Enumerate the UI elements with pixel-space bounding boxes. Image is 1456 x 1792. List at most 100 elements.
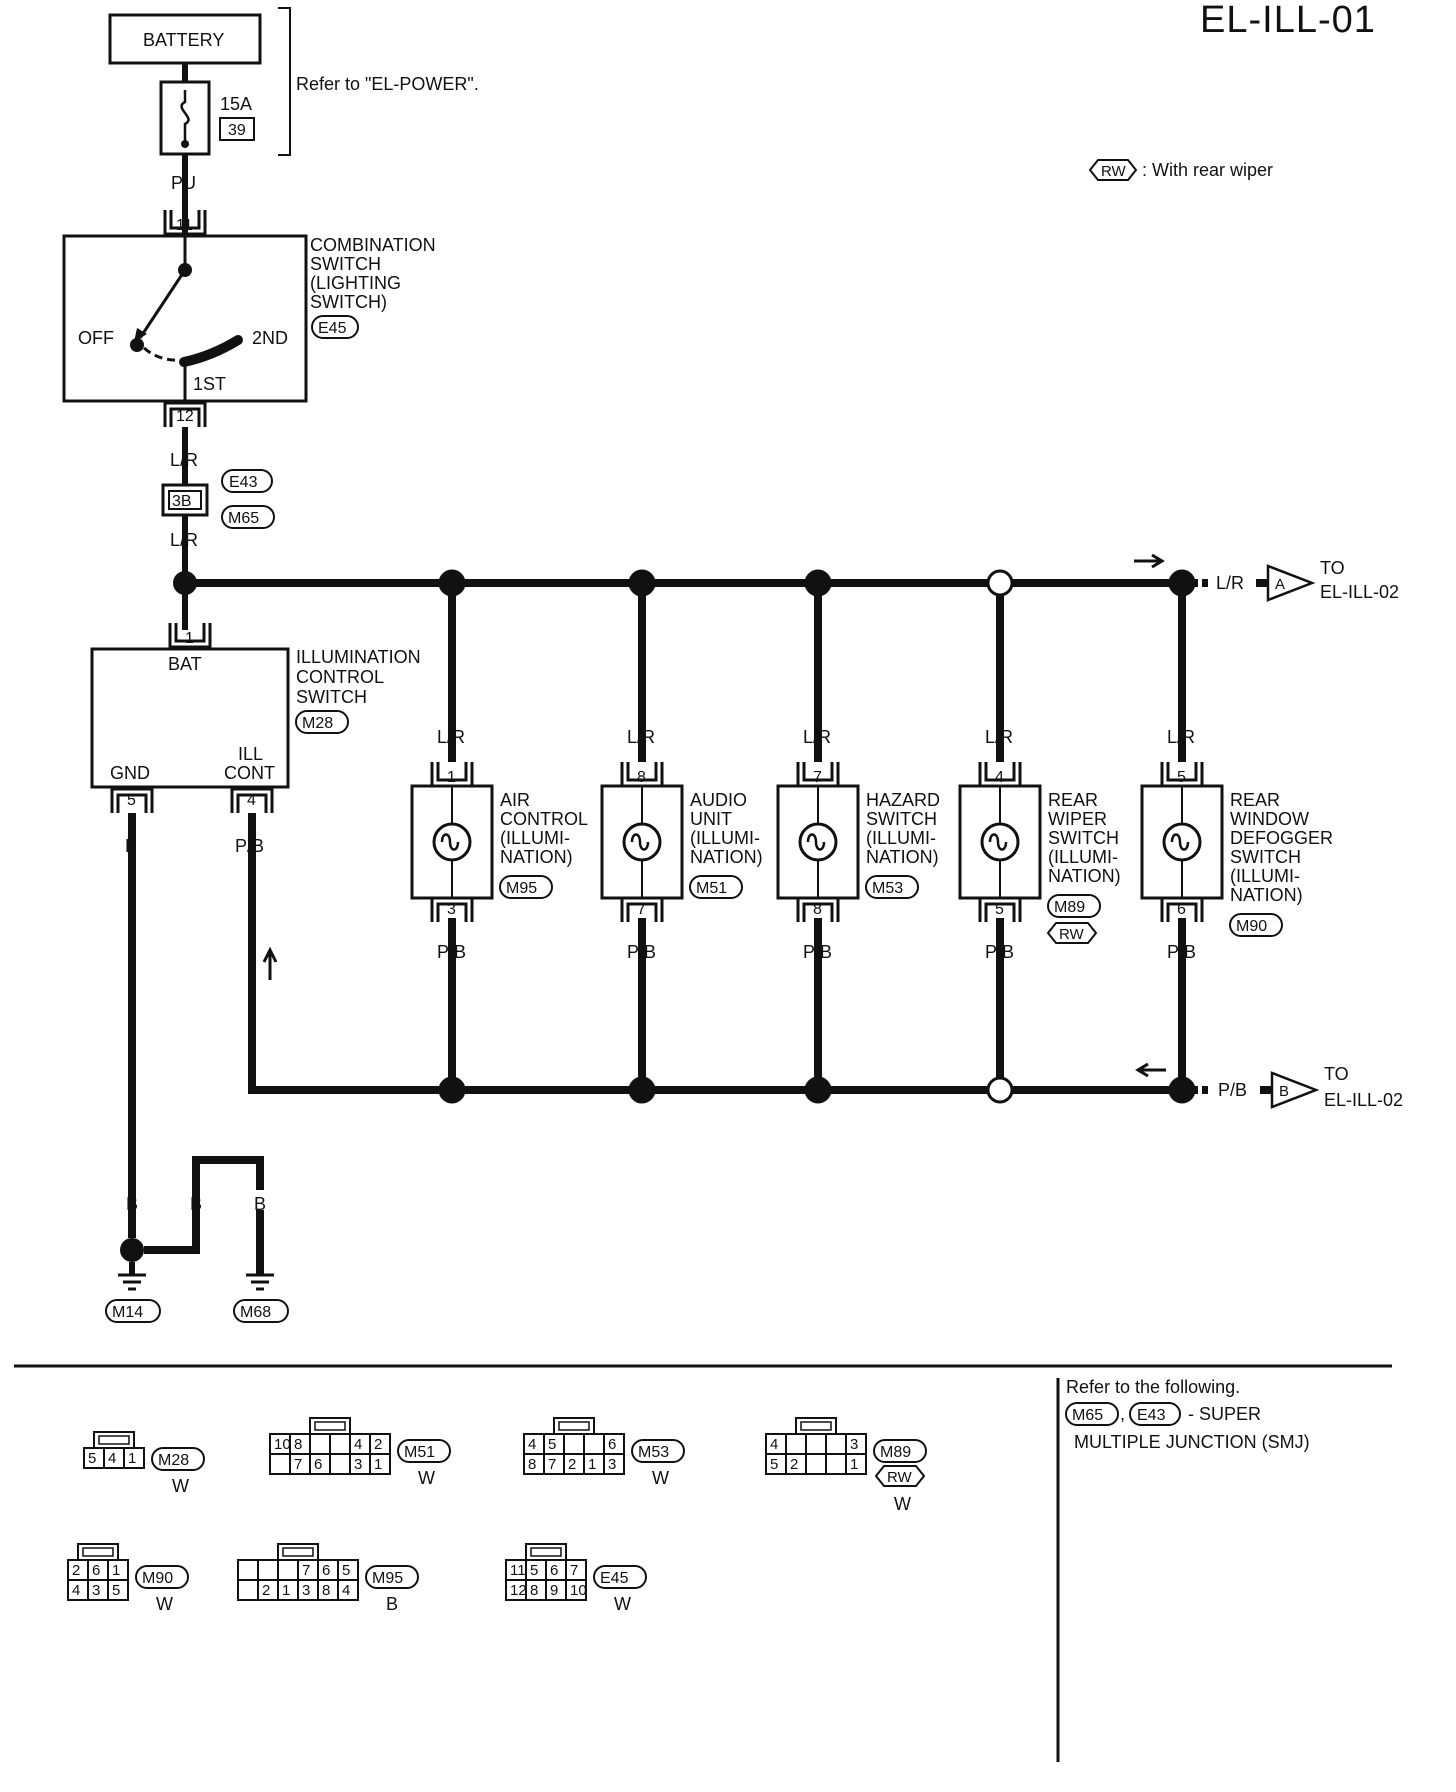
battery-label: BATTERY (143, 30, 224, 50)
lamp-pin-bottom: 8 (813, 901, 822, 918)
connector-cavity (277, 1559, 299, 1581)
bulb-icon (432, 822, 472, 862)
connector-cavity (237, 1579, 259, 1601)
lamp-conn-badge: M89 (1047, 894, 1101, 918)
combo-pin-bottom: 12 (176, 408, 194, 425)
connector-pin-label: 4 (342, 1582, 350, 1599)
lamp-name-line: (ILLUMI- (1230, 866, 1300, 886)
refer-m65-badge: M65 (1065, 1402, 1119, 1426)
connector-cavity (845, 1453, 867, 1475)
lamp-name-line: (ILLUMI- (500, 828, 570, 848)
ground-m68: M68 (240, 1304, 271, 1321)
current-arrow-b-icon (1135, 1062, 1166, 1078)
connector-id-badge: E45 (593, 1565, 647, 1589)
connector-pin-label: 1 (850, 1456, 858, 1473)
bulb-filament-icon (806, 833, 826, 851)
connector-pin-label: 7 (302, 1562, 310, 1579)
combo-title-3: (LIGHTING (310, 273, 401, 293)
connector-pin-label: 5 (770, 1456, 778, 1473)
connector-cavity (329, 1453, 351, 1475)
ground-wiring: B B B M14 M68 (105, 1156, 289, 1323)
combo-title-4: SWITCH) (310, 292, 387, 312)
connector-id: M90 (142, 1570, 173, 1587)
connector-pin-label: 4 (528, 1436, 536, 1453)
connector-pin-label: 2 (262, 1582, 270, 1599)
refer-c2: E43 (1137, 1407, 1166, 1424)
lamp-name-line: SWITCH (1048, 828, 1119, 848)
lamp-conn-badge: M90 (1229, 913, 1283, 937)
lamp-name-line: (ILLUMI- (1048, 847, 1118, 867)
connector-cavity (329, 1433, 351, 1455)
illumination-control-switch: 1 BAT GND ILL CONT 5 4 ILLUMINATION CONT… (90, 621, 421, 815)
lamp-top-splice (628, 569, 656, 597)
connector-pin-label: 5 (530, 1562, 538, 1579)
current-arrow-a-icon (1134, 553, 1165, 569)
connector-cavity (805, 1453, 827, 1475)
legend-rw: RW : With rear wiper (1088, 159, 1273, 181)
to-a-label: TO (1320, 558, 1345, 578)
connector-pin-label: 4 (770, 1436, 778, 1453)
lamp-top-splice (438, 569, 466, 597)
refer-c1: M65 (1072, 1407, 1103, 1424)
refer-line-3: MULTIPLE JUNCTION (SMJ) (1074, 1432, 1310, 1452)
lamp-pin-top: 8 (637, 769, 646, 786)
connector-id: E45 (600, 1570, 629, 1587)
lamp-name-line: WIPER (1048, 809, 1107, 829)
lamp-top-splice (1168, 569, 1196, 597)
connector-cavity (237, 1559, 259, 1581)
connector-lock-slot (82, 1547, 114, 1557)
connector-cavity (563, 1433, 585, 1455)
lamp-name-line: REAR (1048, 790, 1098, 810)
lamp-top-splice (986, 569, 1014, 597)
lamp-conn: M95 (506, 880, 537, 897)
lamp-conn: M51 (696, 880, 727, 897)
lamp-name-line: NATION) (690, 847, 763, 867)
connector-cavity (805, 1433, 827, 1455)
to-b-flag (1270, 1071, 1320, 1109)
connector-id-badge: M90 (135, 1565, 189, 1589)
connector-id: M89 (880, 1444, 911, 1461)
page-code: EL-ILL-01 (1200, 0, 1376, 41)
connector-pin-label: 8 (322, 1582, 330, 1599)
fuse-num-box (219, 117, 255, 141)
refer-e43-badge: E43 (1129, 1402, 1181, 1426)
lamp-name-line: WINDOW (1230, 809, 1309, 829)
ill-cont-label: CONT (224, 763, 275, 783)
refer-line-1: Refer to the following. (1066, 1377, 1240, 1397)
current-arrow-up-icon (262, 946, 278, 980)
lamp-pb-label: P/B (803, 942, 832, 962)
connector-pin-label: 6 (314, 1456, 322, 1473)
connector-pin-label: 7 (570, 1562, 578, 1579)
lamp-name-line: HAZARD (866, 790, 940, 810)
connector-pin-label: 11 (510, 1562, 526, 1579)
connector-pin-label: 4 (108, 1450, 116, 1467)
connector-pin-label: 5 (342, 1562, 350, 1579)
lamp-lr-label: L/R (803, 727, 831, 747)
ill-gnd-label: GND (110, 763, 150, 783)
connector-pin-label: 8 (294, 1436, 302, 1453)
bulb-icon (1162, 822, 1202, 862)
connector-cavity (337, 1579, 359, 1601)
to-a-flag (1266, 564, 1316, 602)
ill-pin-ill: 4 (247, 792, 256, 809)
connector-pin-label: 6 (608, 1436, 616, 1453)
rw-badge (1088, 159, 1138, 181)
smj-pin: 3B (172, 493, 192, 510)
ground-m14: M14 (112, 1304, 143, 1321)
lamp-pin-top: 4 (995, 769, 1004, 786)
to-b-dest: EL-ILL-02 (1324, 1090, 1403, 1110)
lamp-bottom-splice (804, 1076, 832, 1104)
bulb-filament-icon (1170, 833, 1190, 851)
combo-off-label: OFF (78, 328, 114, 348)
bulb-filament-icon (440, 833, 460, 851)
bus-pb-out-label: P/B (1218, 1080, 1247, 1100)
connector-cavity (825, 1433, 847, 1455)
connector-color: W (614, 1594, 631, 1614)
combo-1st-label: 1ST (193, 374, 226, 394)
wire-gnd-b-label: B (125, 836, 137, 856)
